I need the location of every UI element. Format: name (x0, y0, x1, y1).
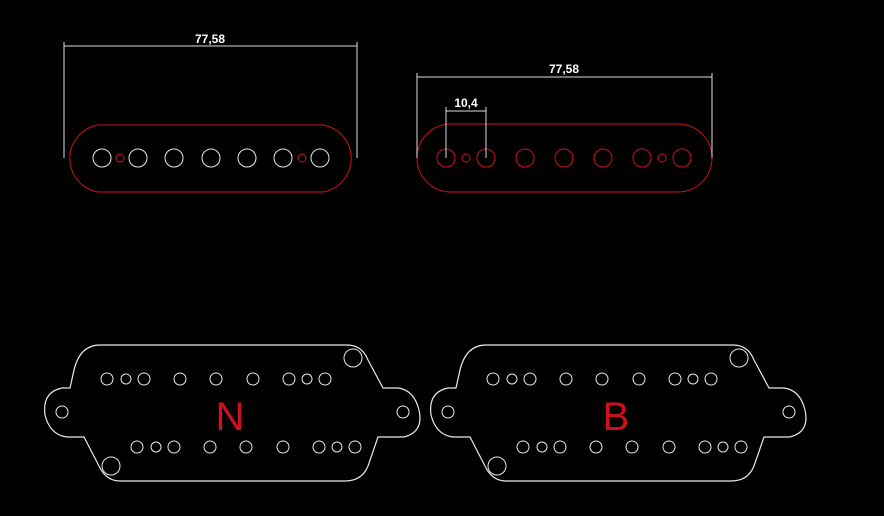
pole-hole (668, 372, 682, 386)
screw-hole (343, 348, 363, 368)
pole-hole (625, 440, 639, 454)
pole-hole (164, 148, 184, 168)
neck-bobbin: 77,58 (63, 32, 358, 193)
pole-hole (698, 440, 712, 454)
bridge-bobbin-poles (436, 148, 692, 168)
pole-hole (128, 148, 148, 168)
pickup-position-letter: B (603, 395, 630, 439)
pole-hole (239, 440, 253, 454)
pole-hole (100, 372, 114, 386)
pole-hole (486, 372, 500, 386)
small-hole (115, 153, 125, 163)
small-hole (461, 153, 471, 163)
pole-hole (595, 372, 609, 386)
pole-hole (209, 372, 223, 386)
pole-hole (150, 441, 162, 453)
mounting-hole (782, 405, 796, 419)
bridge-bobbin: 77,58 10,4 (416, 62, 713, 193)
pole-hole (515, 148, 535, 168)
pole-hole (553, 440, 567, 454)
pole-hole (704, 372, 718, 386)
pickup-position-letter: N (216, 395, 245, 439)
neck-bobbin-poles (92, 148, 330, 168)
pole-hole (318, 372, 332, 386)
pole-hole (120, 373, 132, 385)
pole-hole (589, 440, 603, 454)
pole-hole (137, 372, 151, 386)
pole-hole (201, 148, 221, 168)
pole-hole (310, 148, 330, 168)
small-hole (297, 153, 307, 163)
pole-hole (246, 372, 260, 386)
pole-hole (632, 372, 646, 386)
pole-hole (516, 440, 530, 454)
pole-hole (559, 372, 573, 386)
pole-hole (282, 372, 296, 386)
screw-hole (487, 456, 507, 476)
mounting-hole (396, 405, 410, 419)
pole-hole (348, 440, 362, 454)
mounting-hole (441, 405, 455, 419)
pole-hole (687, 373, 699, 385)
pole-hole (173, 372, 187, 386)
pole-hole (523, 372, 537, 386)
pole-hole (276, 440, 290, 454)
pole-hole (662, 440, 676, 454)
mounting-hole (55, 405, 69, 419)
pole-hole (554, 148, 574, 168)
small-hole (657, 153, 667, 163)
pole-spacing-dimension-label: 10,4 (454, 96, 478, 110)
pole-hole (203, 440, 217, 454)
bridge-bobbin-outline (416, 123, 713, 193)
pole-hole (167, 440, 181, 454)
pole-hole (593, 148, 613, 168)
pole-hole (734, 440, 748, 454)
pole-hole (273, 148, 293, 168)
pole-hole (331, 441, 343, 453)
pole-hole (301, 373, 313, 385)
pole-hole (672, 148, 692, 168)
screw-hole (101, 456, 121, 476)
baseplate-outline (430, 344, 807, 482)
pole-hole (130, 440, 144, 454)
pole-hole (237, 148, 257, 168)
pole-hole (717, 441, 729, 453)
pole-hole (312, 440, 326, 454)
pole-hole (632, 148, 652, 168)
bridge-width-dimension-label: 77,58 (549, 62, 579, 76)
neck-bobbin-outline (69, 124, 352, 193)
neck-width-dimension-label: 77,58 (195, 32, 225, 46)
bridge-baseplate: B (430, 344, 807, 482)
neck-baseplate: N (44, 344, 421, 482)
bridge-dimension (416, 73, 713, 158)
pole-hole (92, 148, 112, 168)
neck-dimension (63, 42, 358, 158)
screw-hole (729, 348, 749, 368)
pole-hole (536, 441, 548, 453)
baseplate-outline (44, 344, 421, 482)
pole-hole (506, 373, 518, 385)
